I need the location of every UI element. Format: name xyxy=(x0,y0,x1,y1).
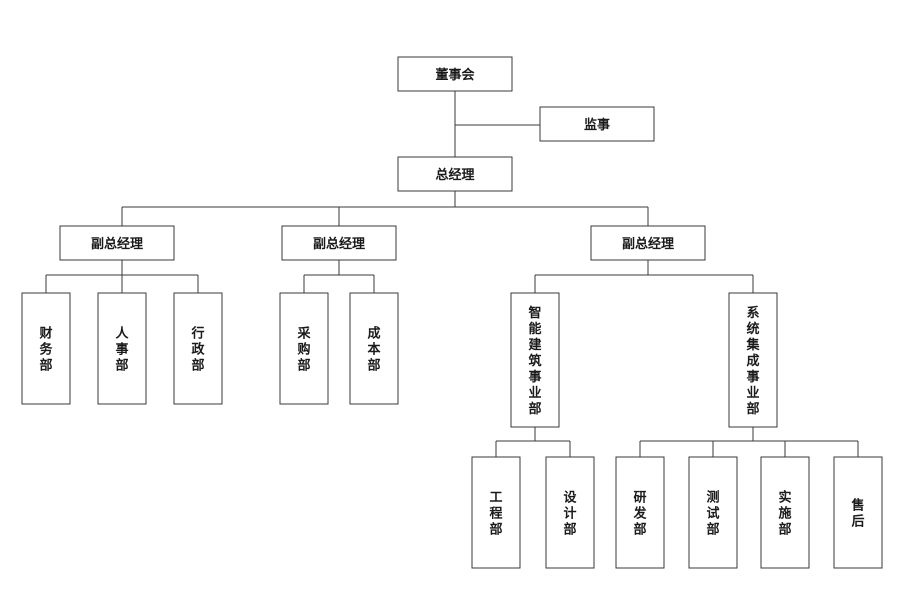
node-label: 系统集成事业部 xyxy=(745,305,760,417)
connector-gm-deputies xyxy=(121,191,649,226)
node-dept-admin: 行政部 xyxy=(173,292,223,405)
node-label: 研发部 xyxy=(632,491,647,538)
node-label: 副总经理 xyxy=(313,236,365,252)
node-dept-cost: 成本部 xyxy=(349,292,399,405)
node-board: 董事会 xyxy=(397,56,513,92)
node-label: 设计部 xyxy=(563,491,577,538)
node-general-manager: 总经理 xyxy=(397,156,513,192)
node-label: 监事 xyxy=(584,117,610,133)
connector-deputy1-depts xyxy=(45,260,199,293)
node-label: 成本部 xyxy=(367,326,380,374)
node-deputy-3: 副总经理 xyxy=(590,225,706,261)
node-deputy-1: 副总经理 xyxy=(59,225,175,261)
node-dept-implementation: 实施部 xyxy=(760,456,810,569)
connector-smart-building-depts xyxy=(495,427,571,457)
node-dept-engineering: 工程部 xyxy=(471,456,521,569)
node-label: 董事会 xyxy=(435,67,475,83)
node-label: 行政部 xyxy=(190,326,205,374)
node-division-smart-building: 智能建筑事业部 xyxy=(510,292,560,428)
node-label: 实施部 xyxy=(778,490,791,538)
connector-system-integration-depts xyxy=(639,427,859,457)
node-label: 测试部 xyxy=(706,490,719,538)
node-label: 智能建筑事业部 xyxy=(528,305,541,417)
connector-deputy2-depts xyxy=(303,260,375,293)
node-dept-hr: 人事部 xyxy=(97,292,147,405)
node-dept-purchasing: 采购部 xyxy=(279,292,329,405)
node-label: 总经理 xyxy=(435,167,474,183)
node-label: 副总经理 xyxy=(622,236,674,252)
node-dept-after-sales: 售后 xyxy=(833,456,883,569)
node-label: 财务部 xyxy=(39,326,53,374)
node-label: 采购部 xyxy=(296,326,311,374)
node-label: 副总经理 xyxy=(91,236,143,252)
node-supervisor: 监事 xyxy=(539,106,655,142)
connectors xyxy=(45,91,859,457)
node-label: 工程部 xyxy=(489,491,502,538)
node-deputy-2: 副总经理 xyxy=(281,225,397,261)
node-dept-rnd: 研发部 xyxy=(615,456,665,569)
node-division-system-integration: 系统集成事业部 xyxy=(728,292,778,428)
node-label: 人事部 xyxy=(115,326,129,374)
node-label: 售后 xyxy=(851,498,864,530)
node-dept-design: 设计部 xyxy=(545,456,595,569)
connector-deputy3-divisions xyxy=(534,260,754,293)
node-dept-finance: 财务部 xyxy=(21,292,71,405)
node-dept-testing: 测试部 xyxy=(688,456,738,569)
